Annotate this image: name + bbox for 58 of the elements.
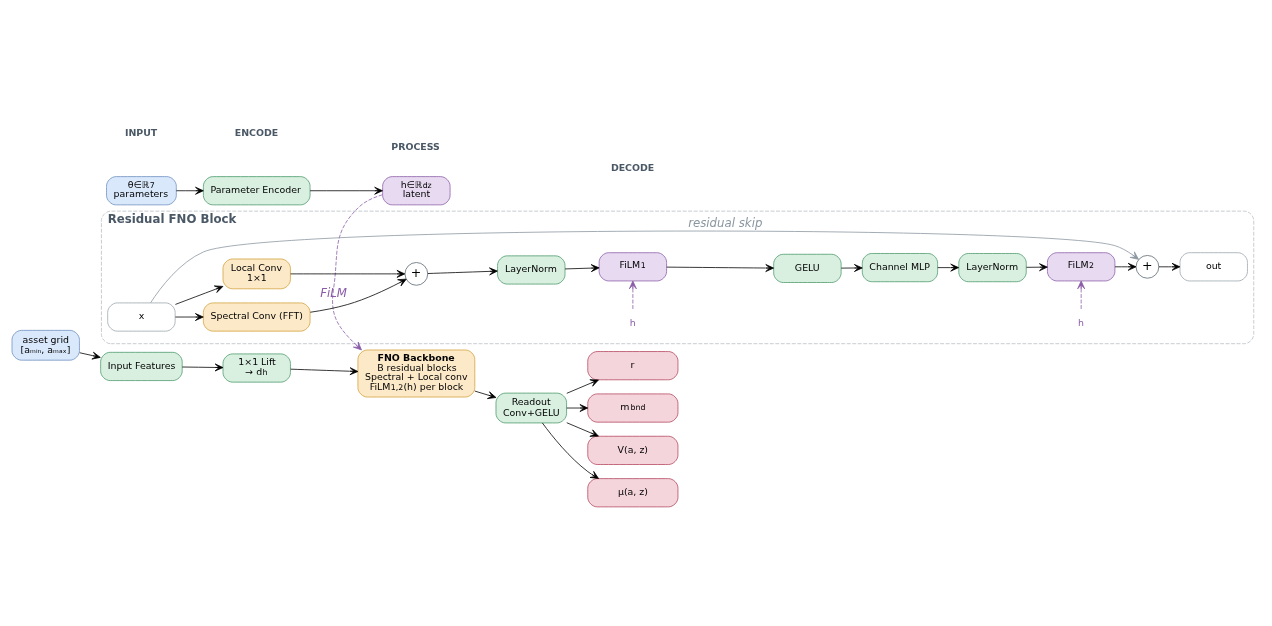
arrow — [175, 186, 204, 195]
arrow — [840, 263, 863, 272]
node-box: out — [1179, 251, 1248, 281]
node-box: mbnd — [587, 393, 679, 423]
node-box: r — [587, 350, 679, 380]
arrow — [181, 363, 224, 371]
arrow — [79, 351, 101, 359]
node-text: h — [1078, 316, 1084, 328]
node-box: FiLM2 — [1047, 251, 1116, 281]
arrow — [542, 422, 599, 479]
node-box: asset grid [aₘᵢₙ, aₘₐₓ] — [11, 329, 80, 361]
arrow — [666, 263, 774, 272]
arrow — [937, 263, 959, 272]
label: DECODE — [610, 161, 655, 173]
node-box: V(a, z) — [587, 435, 679, 465]
node-box: LayerNorm — [497, 254, 566, 284]
node-box: GELU — [773, 253, 842, 283]
node-circle: + — [404, 261, 429, 286]
arrow — [1114, 262, 1137, 271]
node-text: h — [629, 316, 636, 328]
arrow — [427, 266, 498, 275]
node-box: Channel MLP — [861, 252, 938, 282]
node-box: Readout Conv+GELU — [495, 392, 567, 423]
edge-label: FiLM — [320, 285, 347, 300]
arrow — [150, 230, 1139, 303]
arrow — [566, 403, 589, 412]
node-box: x — [107, 302, 176, 332]
arrow — [1077, 280, 1086, 309]
label: INPUT — [124, 126, 158, 138]
arrow — [566, 378, 599, 394]
arrow — [309, 278, 407, 313]
arrow — [1158, 262, 1181, 271]
arrow — [332, 193, 383, 350]
arrow — [564, 263, 600, 272]
label: PROCESS — [391, 140, 440, 152]
node-box: Input Features — [100, 351, 183, 381]
node-box: μ(a, z) — [587, 477, 679, 507]
node-box: LayerNorm — [958, 252, 1027, 282]
node-box: h∈ℝdz latent — [382, 175, 451, 205]
arrow — [566, 421, 599, 437]
node-box: θ∈ℝ7 parameters — [106, 175, 177, 205]
node-box: FiLM1 — [598, 251, 667, 281]
node-box: Local Conv 1×1 — [222, 258, 291, 289]
arrow — [175, 285, 224, 305]
node-box: Spectral Conv (FFT) — [203, 302, 311, 332]
arrow — [309, 186, 383, 195]
arrow — [175, 312, 204, 321]
arrow — [290, 269, 406, 278]
arrow — [290, 366, 359, 375]
node-box: 1×1 Lift → dh — [222, 353, 291, 383]
node-box: Parameter Encoder — [203, 175, 311, 205]
node-box: FNO Backbone B residual blocks Spectral + Local conv FiLM1,2(h) per block — [357, 349, 476, 397]
arrow — [474, 390, 497, 399]
edge-label: residual skip — [688, 215, 763, 230]
arrow — [628, 280, 637, 309]
arrow — [1026, 262, 1048, 271]
node-circle: + — [1135, 254, 1160, 279]
label: ENCODE — [234, 126, 279, 138]
